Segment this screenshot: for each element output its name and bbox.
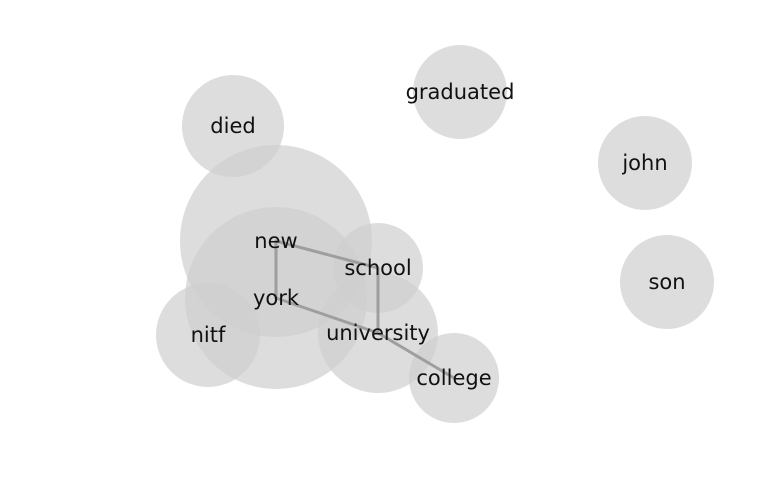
node-circle-died [182, 75, 284, 177]
node-circle-graduated [413, 45, 507, 139]
node-circle-john [598, 116, 692, 210]
edge-york-university [274, 296, 380, 335]
edge-lines [274, 239, 456, 380]
edge-new-school [274, 239, 380, 270]
node-label-son: son [648, 270, 685, 294]
node-label-new: new [254, 229, 297, 253]
node-label-school: school [344, 256, 411, 280]
node-label-college: college [416, 366, 491, 390]
node-labels: new york school university college nitf died gr… [191, 80, 686, 390]
node-circle-nitf [156, 283, 260, 387]
node-label-university: university [326, 321, 430, 345]
node-label-died: died [210, 114, 255, 138]
node-label-john: john [621, 151, 667, 175]
node-label-nitf: nitf [191, 323, 226, 347]
node-circle-son [620, 235, 714, 329]
edge-university-college [376, 331, 456, 380]
node-label-graduated: graduated [406, 80, 515, 104]
node-label-york: york [253, 286, 300, 310]
